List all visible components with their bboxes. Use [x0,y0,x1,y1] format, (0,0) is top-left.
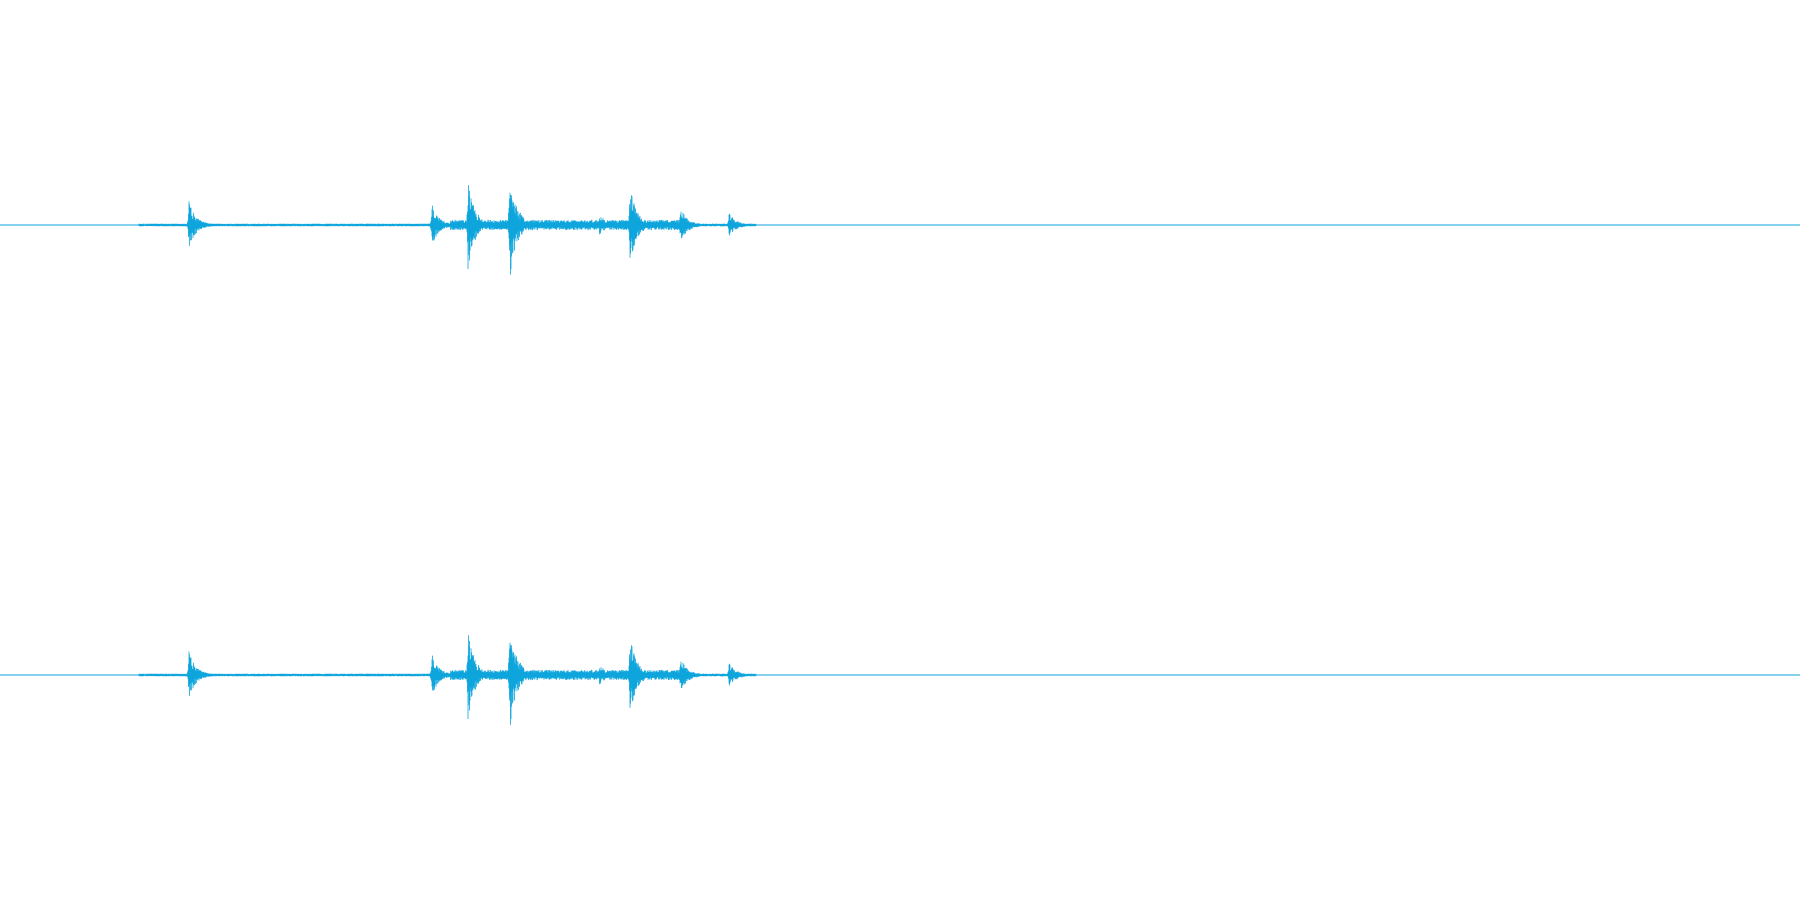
waveform-signal [138,185,757,275]
waveform-signal [138,635,757,725]
waveform-channel-1 [0,185,1800,275]
waveform-channel-2 [0,635,1800,725]
